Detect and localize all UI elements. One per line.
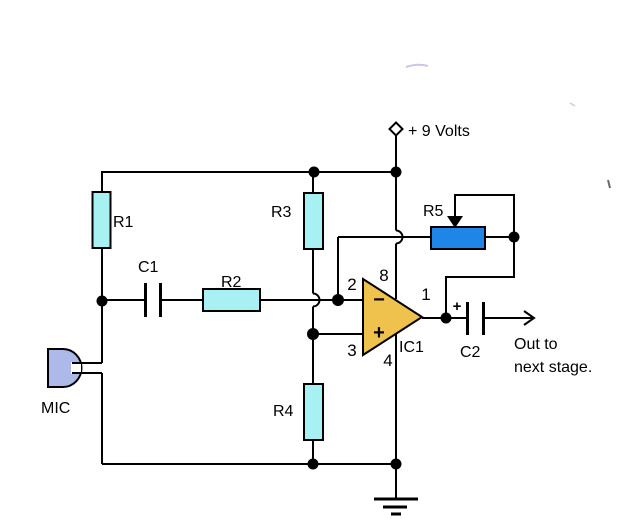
mic-label: MIC: [41, 400, 70, 417]
junction-dot: [332, 294, 344, 306]
wire-wiper-loop: [454, 194, 515, 232]
artifact-speck: [569, 102, 576, 107]
junction-dots: [96, 166, 520, 470]
output-label-line1: Out to: [514, 336, 558, 353]
r4-label: R4: [273, 403, 294, 420]
resistor-r3: [303, 192, 324, 250]
junction-dot: [308, 166, 320, 178]
supply-label: + 9 Volts: [408, 123, 470, 140]
scan-artifacts: [405, 63, 611, 189]
pin-4-label: 4: [383, 351, 392, 370]
inverting-sign: −: [373, 289, 385, 311]
junction-dot: [307, 458, 319, 470]
junction-dot: [96, 295, 108, 307]
r1-label: R1: [113, 214, 134, 231]
resistor-r1: [91, 191, 112, 249]
junction-dot: [508, 231, 520, 243]
pin-2-label: 2: [347, 275, 356, 294]
wire-hop-r3-column: [312, 292, 321, 308]
pin-8-label: 8: [379, 266, 388, 285]
wire-r5-to-output: [445, 237, 515, 318]
mic-terminal-notch: [71, 362, 81, 374]
capacitor-c2: [466, 302, 485, 335]
potentiometer-r5: [430, 226, 486, 250]
ground-icon: [374, 497, 418, 516]
pin-3-label: 3: [347, 341, 356, 360]
noninverting-sign: +: [373, 322, 385, 344]
junction-dot: [390, 166, 402, 178]
wires: [73, 136, 536, 498]
resistor-r2: [202, 288, 261, 312]
output-label-line2: next stage.: [514, 359, 592, 376]
output-arrow-icon: [523, 310, 536, 326]
r5-label: R5: [423, 203, 444, 220]
c2-polarity-sign: +: [453, 298, 462, 315]
r3-label: R3: [271, 204, 292, 221]
supply-terminal-icon: [388, 121, 404, 137]
r2-label: R2: [221, 274, 242, 291]
resistor-r4: [303, 383, 324, 441]
ic1-label: IC1: [399, 339, 424, 356]
artifact-tick: [607, 179, 611, 189]
junction-dot: [440, 312, 452, 324]
pin-1-label: 1: [421, 285, 430, 304]
c1-label: C1: [138, 259, 159, 276]
wiper-arrow-icon: [447, 216, 463, 228]
junction-dot: [307, 328, 319, 340]
c2-label: C2: [460, 344, 481, 361]
capacitor-c1: [144, 283, 162, 317]
artifact-smudge: [405, 63, 429, 68]
mic-terminals: [72, 362, 102, 374]
opamp-ic1: [362, 277, 424, 357]
mic-body: [47, 348, 83, 388]
junction-dot: [390, 458, 402, 470]
